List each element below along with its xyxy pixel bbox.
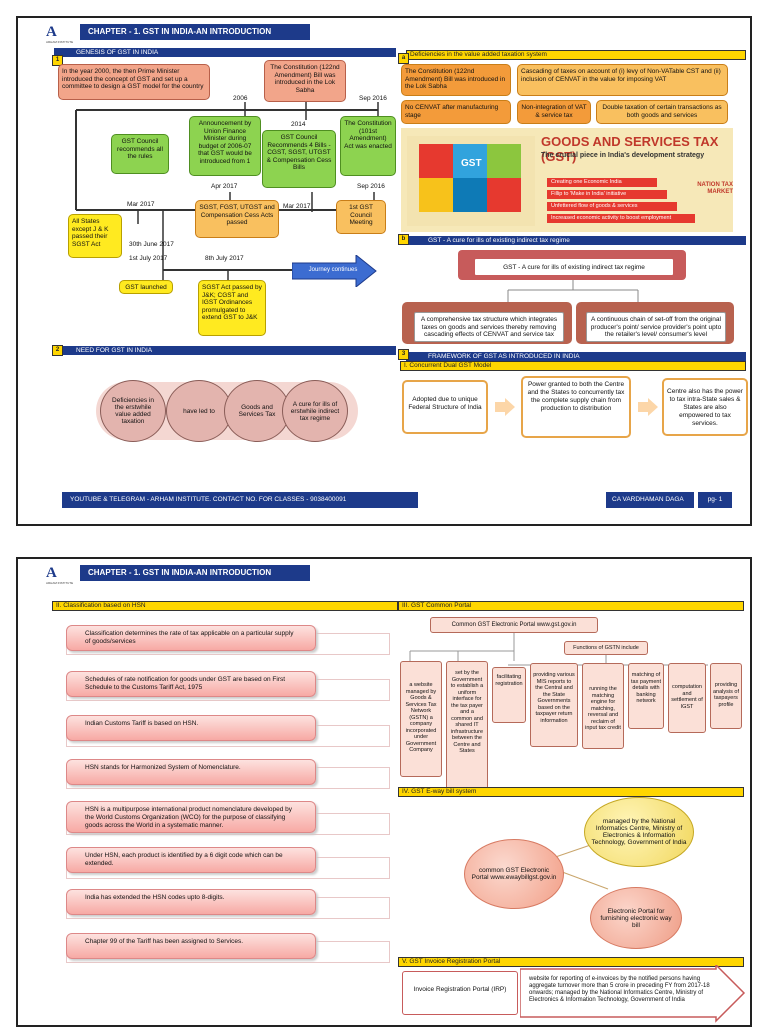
arrow-right-icon-2 xyxy=(638,398,658,416)
hsn-point-3: Indian Customs Tariff is based on HSN. xyxy=(66,715,316,741)
need-3: Goods and Services Tax xyxy=(224,380,290,442)
timeline-101-act: The Constitution (101st Amendment) Act w… xyxy=(340,116,396,176)
sep-2016-b: Sep 2016 xyxy=(357,183,385,190)
portal-desc-2: set by the Government to establish a uni… xyxy=(446,661,488,793)
mar-2017-b: Mar 2017 xyxy=(283,203,311,210)
june-2017: 30th June 2017 xyxy=(129,241,174,248)
banner-title: GOODS AND SERVICES TAX (GST) xyxy=(541,134,719,164)
section-3-number: 3 xyxy=(398,349,409,360)
july-2017-b: 8th July 2017 xyxy=(205,255,244,262)
concurrent-1: Adopted due to unique Federal Structure … xyxy=(402,380,488,434)
july-2017-a: 1st July 2017 xyxy=(129,255,168,262)
deficiency-5: Double taxation of certain transactions … xyxy=(596,100,728,124)
deficiency-1: The Constitution (122nd Amendment) Bill … xyxy=(401,64,511,96)
journey-label: Journey continues xyxy=(308,267,358,273)
section-1-title: GENESIS OF GST IN INDIA xyxy=(54,48,396,57)
gst-banner: GST GOODS AND SERVICES TAX (GST) The cru… xyxy=(401,128,733,232)
timeline-intro: In the year 2000, the then Prime Ministe… xyxy=(58,64,210,100)
concurrent-3: Centre also has the power to tax intra-S… xyxy=(662,378,748,436)
footer-contact: YOUTUBE & TELEGRAM - ARHAM INSTITUTE. CO… xyxy=(62,492,418,508)
timeline-all-states: All States except J & K passed their SGS… xyxy=(68,214,122,258)
concurrent-2: Power granted to both the Centre and the… xyxy=(521,376,631,438)
cure-right: A continuous chain of set-off from the o… xyxy=(586,312,726,342)
year-2006: 2006 xyxy=(233,95,248,102)
portal-head: Common GST Electronic Portal www.gst.gov… xyxy=(430,617,598,633)
banner-subtitle: The crucial piece in India's development… xyxy=(541,152,705,159)
banner-ribbon-3: Unfettered flow of goods & services xyxy=(547,202,677,211)
footer-page: pg- 1 xyxy=(698,492,732,508)
banner-ribbon-1: Creating one Economic India xyxy=(547,178,657,187)
function-7: running the matching engine for matching… xyxy=(582,663,624,749)
timeline-first-meeting: 1st GST Council Meeting xyxy=(336,200,386,234)
hsn-point-1: Classification determines the rate of ta… xyxy=(66,625,316,651)
hsn-point-8: Chapter 99 of the Tariff has been assign… xyxy=(66,933,316,959)
timeline-council-rules: GST Council recommends all the rules xyxy=(111,134,169,174)
puzzle-image: GST xyxy=(407,136,535,226)
portal-desc-1: a website managed by Goods & Services Ta… xyxy=(400,661,442,777)
apr-2017: Apr 2017 xyxy=(211,183,238,190)
mar-2017-a: Mar 2017 xyxy=(127,201,155,208)
invoice-desc: website for reporting of e-invoices by t… xyxy=(529,976,710,1003)
ewaybill-title: IV. GST E-way bill system xyxy=(398,787,744,797)
hsn-point-7: India has extended the HSN codes upto 8-… xyxy=(66,889,316,915)
hsn-point-4: HSN stands for Harmonized System of Nome… xyxy=(66,759,316,785)
chapter-title-2: CHAPTER - 1. GST IN INDIA-AN INTRODUCTIO… xyxy=(80,565,310,581)
section-2-title: NEED FOR GST IN INDIA xyxy=(54,346,396,355)
hsn-point-6: Under HSN, each product is identified by… xyxy=(66,847,316,873)
deficiency-2: Cascading of taxes on account of (i) lev… xyxy=(517,64,728,96)
journey-arrow xyxy=(292,255,377,287)
section-a-number: a xyxy=(398,53,409,64)
timeline-council-bills: GST Council Recommends 4 Bills - CGST, S… xyxy=(262,130,336,188)
footer-author: CA VARDHAMAN DAGA xyxy=(606,492,694,508)
invoice-title: V. GST Invoice Registration Portal xyxy=(398,957,744,967)
hsn-point-2: Schedules of rate notification for goods… xyxy=(66,671,316,697)
cure-left: A comprehensive tax structure which inte… xyxy=(414,312,564,342)
arrow-right-icon xyxy=(495,398,515,416)
timeline-jk-act: SGST Act passed by J&K; CGST and IGST Or… xyxy=(198,280,266,336)
functions-head: Functions of GSTN include xyxy=(564,641,648,655)
section-b-title: GST - A cure for ills of existing indire… xyxy=(406,236,746,245)
cure-connector xyxy=(507,280,639,304)
function-3: computation and settlement of IGST xyxy=(668,663,706,733)
need-1: Deficiencies in the erstwhile value adde… xyxy=(100,380,166,442)
need-4: A cure for ills of erstwhile indirect ta… xyxy=(282,380,348,442)
timeline-sgst-acts: SGST, FGST, UTGST and Compensation Cess … xyxy=(195,200,279,238)
timeline-gst-launched: GST launched xyxy=(119,280,173,294)
year-2014: 2014 xyxy=(291,121,306,128)
ewaybill-center: common GST Electronic Portal www.ewaybil… xyxy=(464,839,564,909)
section-1-number: 1 xyxy=(52,55,63,66)
portal-title: III. GST Common Portal xyxy=(398,601,744,611)
deficiency-4: Non-integration of VAT & service tax xyxy=(517,100,591,124)
section-2-number: 2 xyxy=(52,345,63,356)
need-2: have led to xyxy=(166,380,232,442)
concurrent-title: I. Concurrent Dual GST Model xyxy=(400,361,746,371)
banner-ribbon-2: Fillip to 'Make in India' initiative xyxy=(547,190,667,199)
invoice-portal: Invoice Registration Portal (IRP) xyxy=(402,971,518,1015)
banner-ribbon-4: Increased economic activity to boost emp… xyxy=(547,214,695,223)
section-a-title: Deficiencies in the value added taxation… xyxy=(406,50,746,60)
deficiency-3: No CENVAT after manufacturing stage xyxy=(401,100,511,124)
invoice-arrow xyxy=(520,965,746,1023)
function-6: providing analysis of taxpayers profile xyxy=(710,663,742,729)
nation-tax-market-logo: NATION TAX MARKET xyxy=(697,182,733,195)
section-b-number: b xyxy=(398,234,409,245)
function-1: facilitating registration xyxy=(492,667,526,723)
sep-2016-top: Sep 2016 xyxy=(359,95,387,102)
cure-head: GST - A cure for ills of existing indire… xyxy=(474,258,674,276)
svg-text:GST: GST xyxy=(461,158,482,169)
timeline-budget: Announcement by Union Finance Minister d… xyxy=(189,116,261,176)
ewaybill-top: managed by the National Informatics Cent… xyxy=(584,797,694,867)
function-5: providing various MIS reports to the Cen… xyxy=(530,663,578,747)
chapter-title: CHAPTER - 1. GST IN INDIA-AN INTRODUCTIO… xyxy=(80,24,310,40)
ewaybill-bottom: Electronic Portal for furnishing electro… xyxy=(590,887,682,949)
timeline-122-bill: The Constitution (122nd Amendment) Bill … xyxy=(264,60,346,102)
hsn-point-5: HSN is a multipurpose international prod… xyxy=(66,801,316,833)
function-4: matching of tax payment details with ban… xyxy=(628,663,664,729)
section-3-title: FRAMEWORK OF GST AS INTRODUCED IN INDIA xyxy=(406,352,746,361)
hsn-title: II. Classification based on HSN xyxy=(52,601,398,611)
